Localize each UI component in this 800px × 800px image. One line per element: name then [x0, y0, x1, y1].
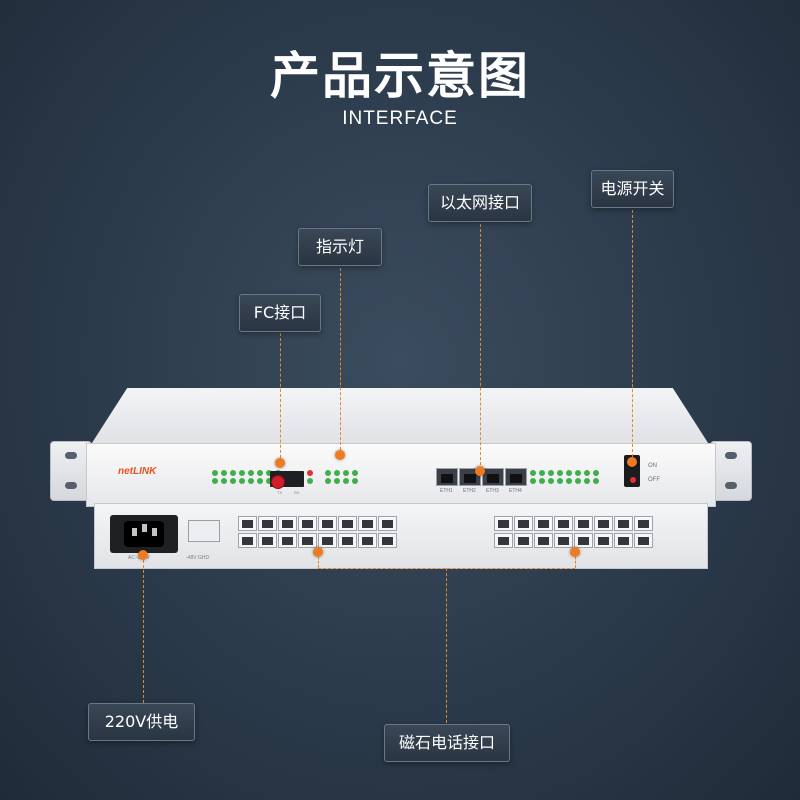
marker-dot-magneto-left	[313, 547, 323, 557]
leader-magneto-left	[318, 552, 319, 568]
page-subtitle: INTERFACE	[342, 108, 458, 129]
fc-port	[271, 475, 285, 489]
callout-ethernet: 以太网接口	[428, 184, 532, 222]
callout-power-supply: 220V供电	[88, 703, 195, 741]
chassis-top	[90, 388, 710, 446]
eth-port-4	[505, 468, 527, 486]
eth-port-3	[482, 468, 504, 486]
fuse-holder	[188, 520, 220, 542]
callout-power-switch: 电源开关	[591, 170, 674, 208]
leader-indicator	[340, 268, 341, 455]
power-switch-indicator	[630, 477, 636, 483]
marker-dot-power-switch	[627, 457, 637, 467]
eth-port-1	[436, 468, 458, 486]
magneto-ports-right	[494, 516, 653, 548]
front-panel	[86, 443, 716, 507]
switch-off-label: OFF	[648, 477, 660, 483]
leader-fc	[280, 333, 281, 463]
indicator-leds	[325, 470, 358, 484]
marker-dot-magneto-right	[570, 547, 580, 557]
marker-dot-fc	[275, 458, 285, 468]
page-title: 产品示意图	[270, 47, 530, 105]
leader-magneto-right	[575, 552, 576, 568]
leader-ethernet	[480, 224, 481, 470]
marker-dot-ethernet	[475, 466, 485, 476]
leader-power-supply	[143, 555, 144, 703]
rack-ear-right	[710, 441, 752, 501]
eth-label-4: ETH4	[509, 488, 522, 494]
magneto-ports-left	[238, 516, 397, 548]
eth-label-3: ETH3	[486, 488, 499, 494]
callout-fc-port: FC接口	[239, 294, 321, 332]
callout-indicator: 指示灯	[298, 228, 382, 266]
rack-ear-left	[50, 441, 92, 501]
leader-power-switch	[632, 210, 633, 462]
fc-rx-label: RX	[294, 490, 300, 495]
led-group-status	[307, 470, 313, 484]
eth-label-1: ETH1	[440, 488, 453, 494]
marker-dot-indicator	[335, 450, 345, 460]
callout-magneto-phone: 磁石电话接口	[384, 724, 510, 762]
dc-label: -48V GHD	[186, 555, 210, 561]
marker-dot-power-supply	[138, 550, 148, 560]
fc-tx-label: TX	[277, 490, 283, 495]
brand-logo: netLINK	[118, 466, 157, 477]
leader-magneto-down	[446, 568, 447, 723]
eth-label-2: ETH2	[463, 488, 476, 494]
led-group-channels-right	[530, 470, 599, 484]
switch-on-label: ON	[648, 463, 657, 469]
